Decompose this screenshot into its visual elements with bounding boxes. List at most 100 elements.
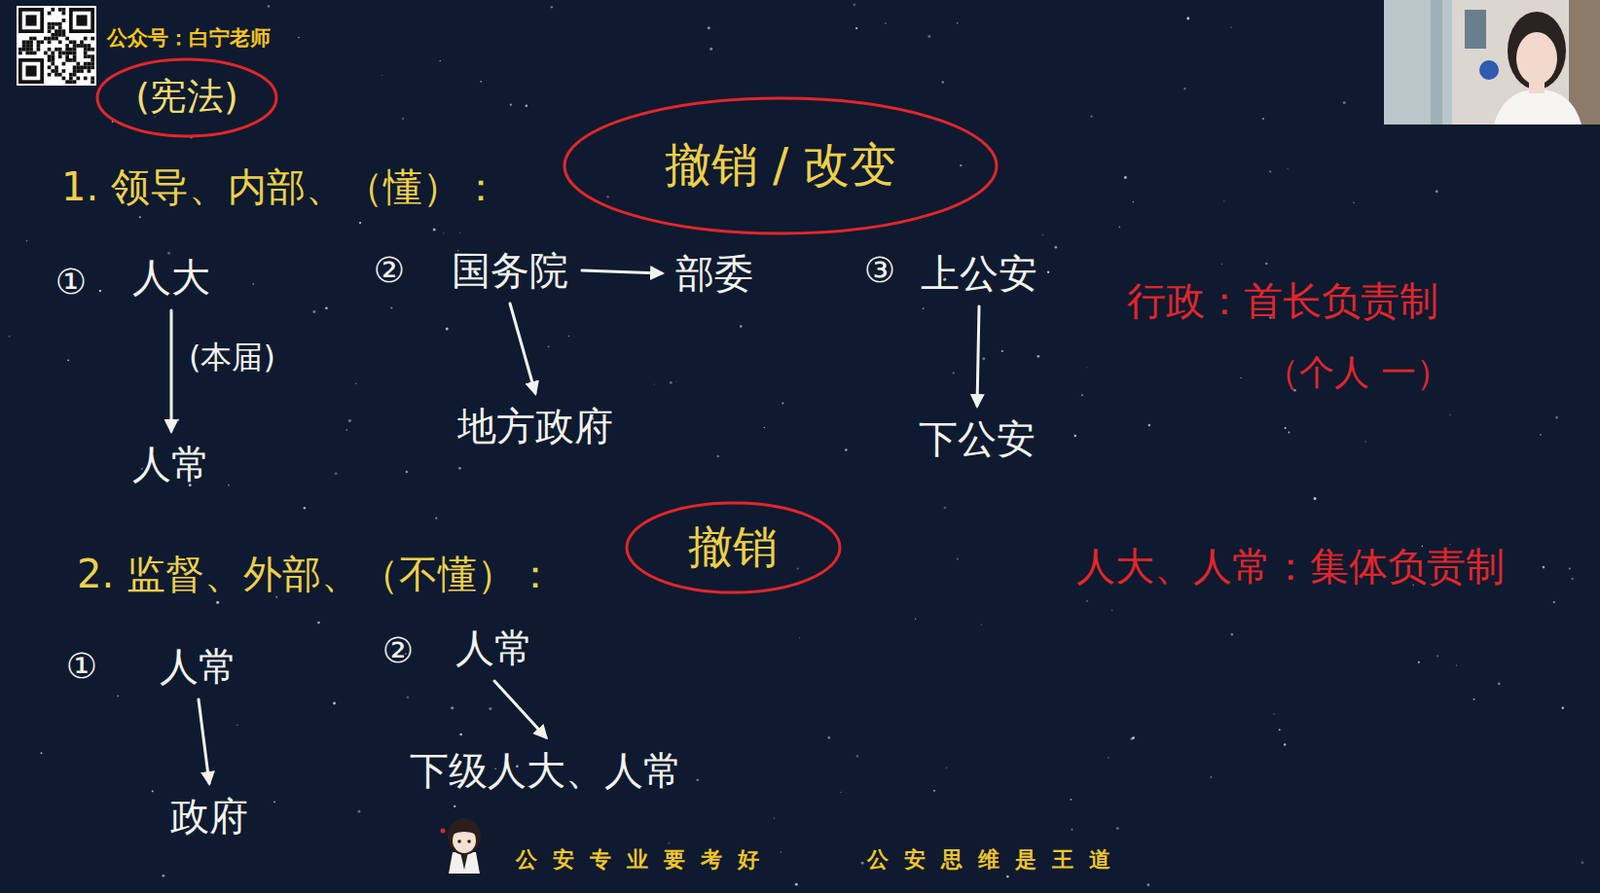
qr-module (72, 47, 77, 52)
star (1580, 861, 1584, 865)
qr-module (29, 51, 34, 56)
node-text: 下公安 (918, 415, 1036, 463)
mascot-fringe (451, 827, 477, 836)
mascot-eye (457, 839, 462, 844)
qr-module (50, 26, 55, 31)
star (797, 567, 800, 570)
qr-module (22, 43, 27, 48)
star (267, 4, 271, 8)
qr-module (47, 58, 52, 63)
side-note: 行政：首长负责制 (1127, 277, 1439, 325)
item-number: ② (373, 249, 405, 291)
star (1107, 757, 1109, 759)
qr-module (90, 65, 95, 70)
qr-module (83, 62, 88, 67)
star (695, 778, 699, 782)
webcam-view (1383, 0, 1600, 125)
organ-text: 人常 (124, 436, 219, 492)
qr-module (50, 62, 55, 67)
ellipse-stroke (564, 98, 997, 234)
star (1553, 601, 1556, 604)
star (312, 310, 316, 314)
qr-finder (22, 62, 41, 81)
star (795, 883, 799, 887)
star (952, 371, 955, 374)
neck (1528, 81, 1545, 94)
qr-module (90, 58, 95, 63)
qr-module (25, 43, 30, 48)
star (1562, 706, 1565, 710)
qr-module (47, 11, 52, 16)
star (1262, 117, 1265, 120)
star (1230, 26, 1232, 28)
star (1343, 101, 1346, 105)
star (861, 862, 865, 866)
qr-module (65, 43, 70, 48)
mascot-body (448, 852, 480, 874)
qr-module (65, 51, 70, 56)
organ-text: 上公安 (912, 246, 1046, 301)
qr-module (47, 47, 52, 52)
qr-finder (18, 7, 44, 34)
qr-module (72, 43, 77, 48)
qr-module (83, 51, 88, 56)
qr-module (79, 43, 84, 48)
star (547, 345, 550, 348)
qr-module (69, 39, 73, 44)
star (799, 637, 800, 639)
qr-module (50, 33, 55, 37)
star (216, 601, 219, 605)
qr-module (54, 36, 59, 41)
star (668, 842, 671, 845)
qr-module (47, 39, 52, 44)
qr-module (75, 65, 80, 70)
star (1054, 246, 1058, 250)
star (844, 448, 848, 452)
node-text: 撤销 / 改变 (664, 137, 898, 194)
star (933, 790, 936, 793)
qr-module (72, 79, 77, 84)
star (1568, 568, 1571, 571)
organ-text: 人大 (124, 250, 219, 305)
star (550, 5, 553, 8)
star (139, 216, 142, 219)
qr-module (54, 65, 59, 70)
star (1042, 234, 1044, 236)
qr-module (69, 58, 73, 63)
star (1473, 698, 1476, 701)
qr-finder (18, 58, 44, 84)
star (981, 624, 982, 626)
qr-module (47, 65, 52, 70)
arrow-connector (509, 303, 536, 394)
star (739, 325, 743, 328)
star (177, 419, 181, 423)
curtain (1383, 0, 1453, 125)
qr-module (54, 69, 59, 73)
star (781, 401, 784, 404)
qr-module (58, 54, 63, 59)
qr-module (72, 72, 77, 77)
star (1047, 271, 1050, 274)
star (568, 335, 571, 338)
qr-code (16, 5, 97, 86)
star (40, 752, 43, 755)
qr-module (58, 22, 63, 27)
star (1542, 566, 1546, 570)
star (716, 455, 719, 458)
qr-module (65, 79, 70, 84)
star (1436, 654, 1439, 657)
face (1516, 32, 1558, 85)
star (1070, 829, 1073, 832)
qr-module (47, 36, 52, 41)
star (1111, 610, 1114, 613)
star (442, 232, 444, 234)
qr-module (29, 39, 34, 44)
cartoon-mascot (440, 818, 482, 874)
star (1223, 200, 1225, 202)
star (1131, 736, 1135, 740)
star (116, 694, 119, 697)
qr-module (87, 54, 92, 59)
star (453, 805, 456, 808)
star (922, 307, 925, 310)
